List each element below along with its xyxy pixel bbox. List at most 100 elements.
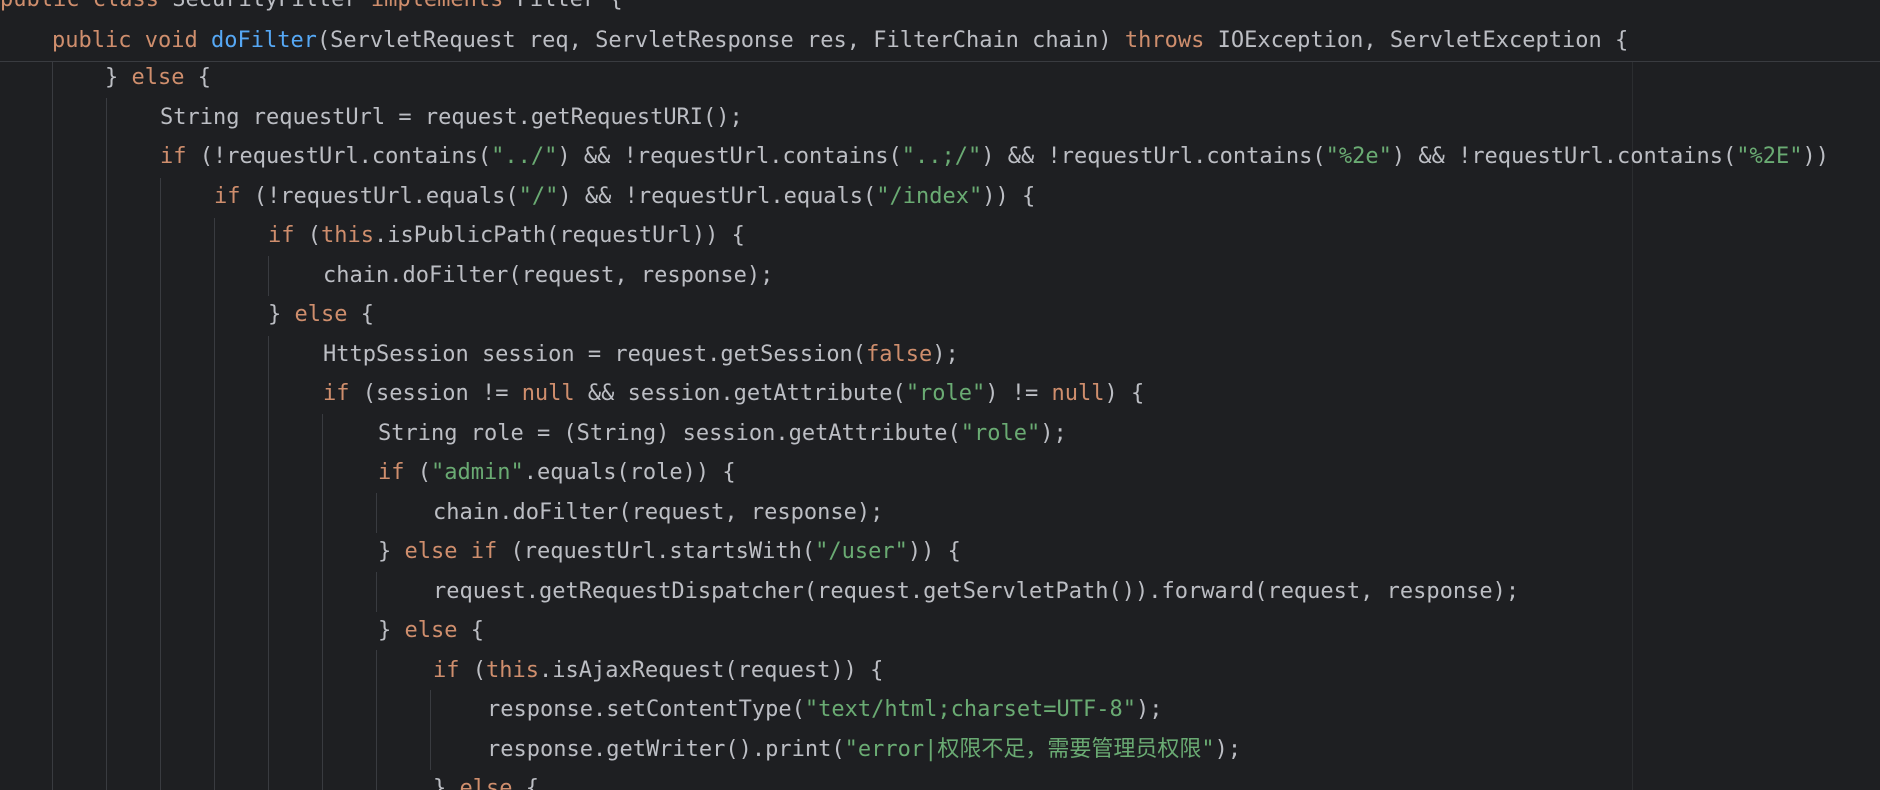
code-line-10[interactable]: String role = (String) session.getAttrib… — [0, 414, 1067, 454]
code-line-11[interactable]: if ("admin".equals(role)) { — [0, 453, 736, 493]
indent-guide — [322, 414, 323, 790]
code-token: ); — [1136, 697, 1163, 722]
code-line-2[interactable]: String requestUrl = request.getRequestUR… — [0, 98, 743, 138]
code-token: "role" — [960, 420, 1041, 446]
code-line-7[interactable]: } else { — [0, 295, 374, 335]
code-token: SecurityFilter — [172, 0, 357, 12]
code-token: (ServletRequest req, ServletResponse res… — [316, 28, 1112, 53]
code-line-19[interactable]: } else { — [0, 769, 539, 790]
sticky-method-line[interactable]: public void doFilter(ServletRequest req,… — [0, 21, 1628, 61]
code-token: "error|权限不足，需要管理员权限" — [844, 736, 1215, 762]
code-token: "/index" — [876, 183, 983, 209]
code-line-12[interactable]: chain.doFilter(request, response); — [0, 493, 883, 533]
code-token: "text/html;charset=UTF-8" — [804, 697, 1137, 722]
code-token: "role" — [905, 381, 986, 406]
indent-guide — [268, 256, 269, 296]
code-token: response.setContentType( — [487, 697, 805, 722]
code-token: && session.getAttribute( — [574, 381, 906, 406]
code-token: ( — [459, 657, 486, 683]
code-token: ); — [1040, 420, 1067, 446]
code-token: implements — [371, 0, 503, 12]
code-token: chain.doFilter(request, response); — [323, 262, 774, 288]
code-token: ) && !requestUrl.equals( — [558, 183, 877, 209]
code-line-13[interactable]: } else if (requestUrl.startsWith("/user"… — [0, 532, 961, 572]
code-line-3[interactable]: if (!requestUrl.contains("../") && !requ… — [0, 137, 1829, 177]
indent-guide — [430, 690, 431, 770]
indent-guide — [268, 336, 269, 790]
code-token: )) { — [907, 539, 961, 564]
code-token: else — [404, 618, 458, 643]
code-line-1[interactable]: } else { — [0, 58, 211, 98]
code-token: "..;/" — [901, 144, 982, 169]
indent-guide — [376, 650, 377, 790]
code-line-5[interactable]: if (this.isPublicPath(requestUrl)) { — [0, 216, 745, 256]
code-token: if — [378, 460, 405, 485]
code-token: { — [184, 65, 211, 90]
code-line-6[interactable]: chain.doFilter(request, response); — [0, 256, 773, 296]
code-token: void — [144, 28, 198, 53]
code-token: public — [52, 28, 132, 53]
code-token: public — [0, 0, 79, 12]
code-token: { — [457, 618, 484, 643]
code-token: .isPublicPath(requestUrl)) { — [373, 223, 745, 248]
code-token: null — [1051, 381, 1105, 406]
code-token: ) && !requestUrl.contains( — [1391, 144, 1737, 169]
code-token: String requestUrl = request.getRequestUR… — [160, 104, 743, 130]
code-token: "/user" — [815, 539, 908, 564]
code-token: ) && !requestUrl.contains( — [557, 144, 902, 169]
code-token: ); — [932, 341, 959, 367]
sticky-class-line[interactable]: public class SecurityFilter implements F… — [0, 0, 623, 20]
code-token: ) && !requestUrl.contains( — [981, 144, 1326, 169]
code-token: if — [433, 657, 460, 683]
code-token: this — [486, 657, 539, 683]
code-line-9[interactable]: if (session != null && session.getAttrib… — [0, 374, 1144, 414]
code-token: if — [268, 223, 295, 248]
code-token: throws — [1124, 28, 1205, 53]
code-token: if — [470, 539, 498, 564]
code-token: "/" — [518, 183, 559, 209]
indent-guide — [106, 98, 107, 790]
code-line-18[interactable]: response.getWriter().print("error|权限不足，需… — [0, 730, 1241, 770]
code-token: null — [521, 381, 575, 406]
code-token: (!requestUrl.contains( — [186, 144, 492, 169]
code-token: { — [347, 302, 374, 327]
code-token: chain.doFilter(request, response); — [433, 499, 884, 525]
code-token: ) { — [1104, 381, 1145, 406]
code-line-15[interactable]: } else { — [0, 611, 484, 651]
code-token: HttpSession session = request.getSession… — [323, 341, 867, 367]
code-token: )) — [1802, 144, 1829, 169]
code-token: (requestUrl.startsWith( — [497, 539, 816, 564]
code-token: String role = (String) session.getAttrib… — [378, 420, 961, 446]
code-token: )) { — [982, 183, 1036, 209]
indent-guide — [376, 493, 377, 533]
code-token: IOException, ServletException { — [1217, 28, 1629, 53]
code-token: ); — [1214, 736, 1242, 762]
code-token: doFilter — [210, 28, 317, 53]
code-token: { — [512, 776, 539, 790]
indent-guide — [52, 62, 53, 790]
code-token: "../" — [491, 144, 558, 169]
code-line-8[interactable]: HttpSession session = request.getSession… — [0, 335, 959, 375]
code-token: else — [131, 65, 185, 90]
code-token: .isAjaxRequest(request)) { — [538, 657, 884, 683]
indent-guide — [376, 572, 377, 612]
code-token: } — [378, 618, 405, 643]
code-token: "%2e" — [1325, 144, 1392, 169]
code-token: else — [459, 776, 513, 790]
code-line-16[interactable]: if (this.isAjaxRequest(request)) { — [0, 651, 883, 691]
code-token: if — [323, 381, 350, 406]
code-token: } — [105, 65, 132, 90]
code-token: false — [866, 341, 933, 367]
sticky-scroll-header[interactable]: public class SecurityFilter implements F… — [0, 0, 1880, 62]
code-token: .equals(role)) { — [523, 460, 736, 485]
code-token: "admin" — [431, 460, 524, 485]
code-line-4[interactable]: if (!requestUrl.equals("/") && !requestU… — [0, 177, 1035, 217]
code-token: } — [378, 539, 405, 564]
code-token: this — [321, 223, 374, 248]
code-token: "%2E" — [1736, 144, 1803, 169]
code-line-14[interactable]: request.getRequestDispatcher(request.get… — [0, 572, 1519, 612]
code-token: response.getWriter().print( — [487, 736, 845, 762]
code-line-17[interactable]: response.setContentType("text/html;chars… — [0, 690, 1163, 730]
